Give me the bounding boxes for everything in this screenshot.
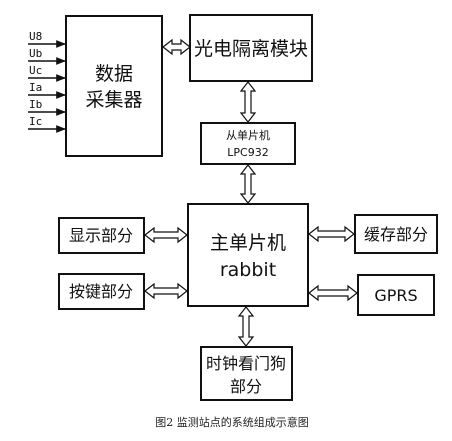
isolation-module-label: 光电隔离模块 xyxy=(194,38,308,60)
main-mcu-label-line1: 主单片机 xyxy=(210,232,286,254)
signal-input-ib: Ib xyxy=(28,98,66,116)
signal-label-u8: U8 xyxy=(29,30,42,43)
signal-inputs: U8 Ub Uc Ia Ib Ic xyxy=(28,30,66,133)
arrow-main-watchdog xyxy=(237,306,255,347)
signal-label-ib: Ib xyxy=(29,98,42,111)
keys-block: 按键部分 xyxy=(58,273,145,310)
gprs-label: GPRS xyxy=(374,286,417,305)
data-collector-label-line2: 采集器 xyxy=(85,89,142,111)
arrow-main-storage xyxy=(308,225,355,243)
signal-label-uc: Uc xyxy=(29,64,42,77)
keys-label: 按键部分 xyxy=(69,282,133,301)
watchdog-label-line1: 时钟看门狗 xyxy=(206,354,286,373)
signal-label-ub: Ub xyxy=(29,47,42,60)
arrow-collector-isolation xyxy=(162,38,191,56)
arrow-display-main xyxy=(144,226,188,244)
storage-block: 缓存部分 xyxy=(354,214,438,254)
main-mcu-block: 主单片机 rabbit xyxy=(187,203,309,307)
arrow-isolation-slave xyxy=(239,81,257,123)
signal-input-ub: Ub xyxy=(28,47,66,65)
watchdog-label-line2: 部分 xyxy=(230,377,262,396)
data-collector-block: 数据 采集器 xyxy=(65,15,163,157)
storage-label: 缓存部分 xyxy=(364,225,428,244)
display-label: 显示部分 xyxy=(69,226,133,245)
watchdog-block: 时钟看门狗 部分 xyxy=(200,346,293,401)
slave-mcu-block: 从单片机 LPC932 xyxy=(200,122,296,165)
data-collector-label-line1: 数据 xyxy=(95,63,133,85)
signal-input-u8: U8 xyxy=(28,30,66,48)
signal-input-ia: Ia xyxy=(28,81,66,99)
slave-mcu-label-line2: LPC932 xyxy=(227,146,268,159)
gprs-block: GPRS xyxy=(357,274,435,316)
figure-caption: 图2 监测站点的系统组成示意图 xyxy=(155,415,309,429)
signal-input-ic: Ic xyxy=(28,115,66,133)
arrow-main-gprs xyxy=(308,284,358,302)
display-block: 显示部分 xyxy=(58,217,145,254)
signal-input-uc: Uc xyxy=(28,64,66,82)
arrow-keys-main xyxy=(144,282,188,300)
signal-label-ia: Ia xyxy=(29,81,42,94)
isolation-module-block: 光电隔离模块 xyxy=(189,14,313,82)
signal-label-ic: Ic xyxy=(29,115,42,128)
arrow-slave-main xyxy=(239,164,257,204)
main-mcu-label-line2: rabbit xyxy=(220,259,276,281)
slave-mcu-label-line1: 从单片机 xyxy=(226,128,270,142)
